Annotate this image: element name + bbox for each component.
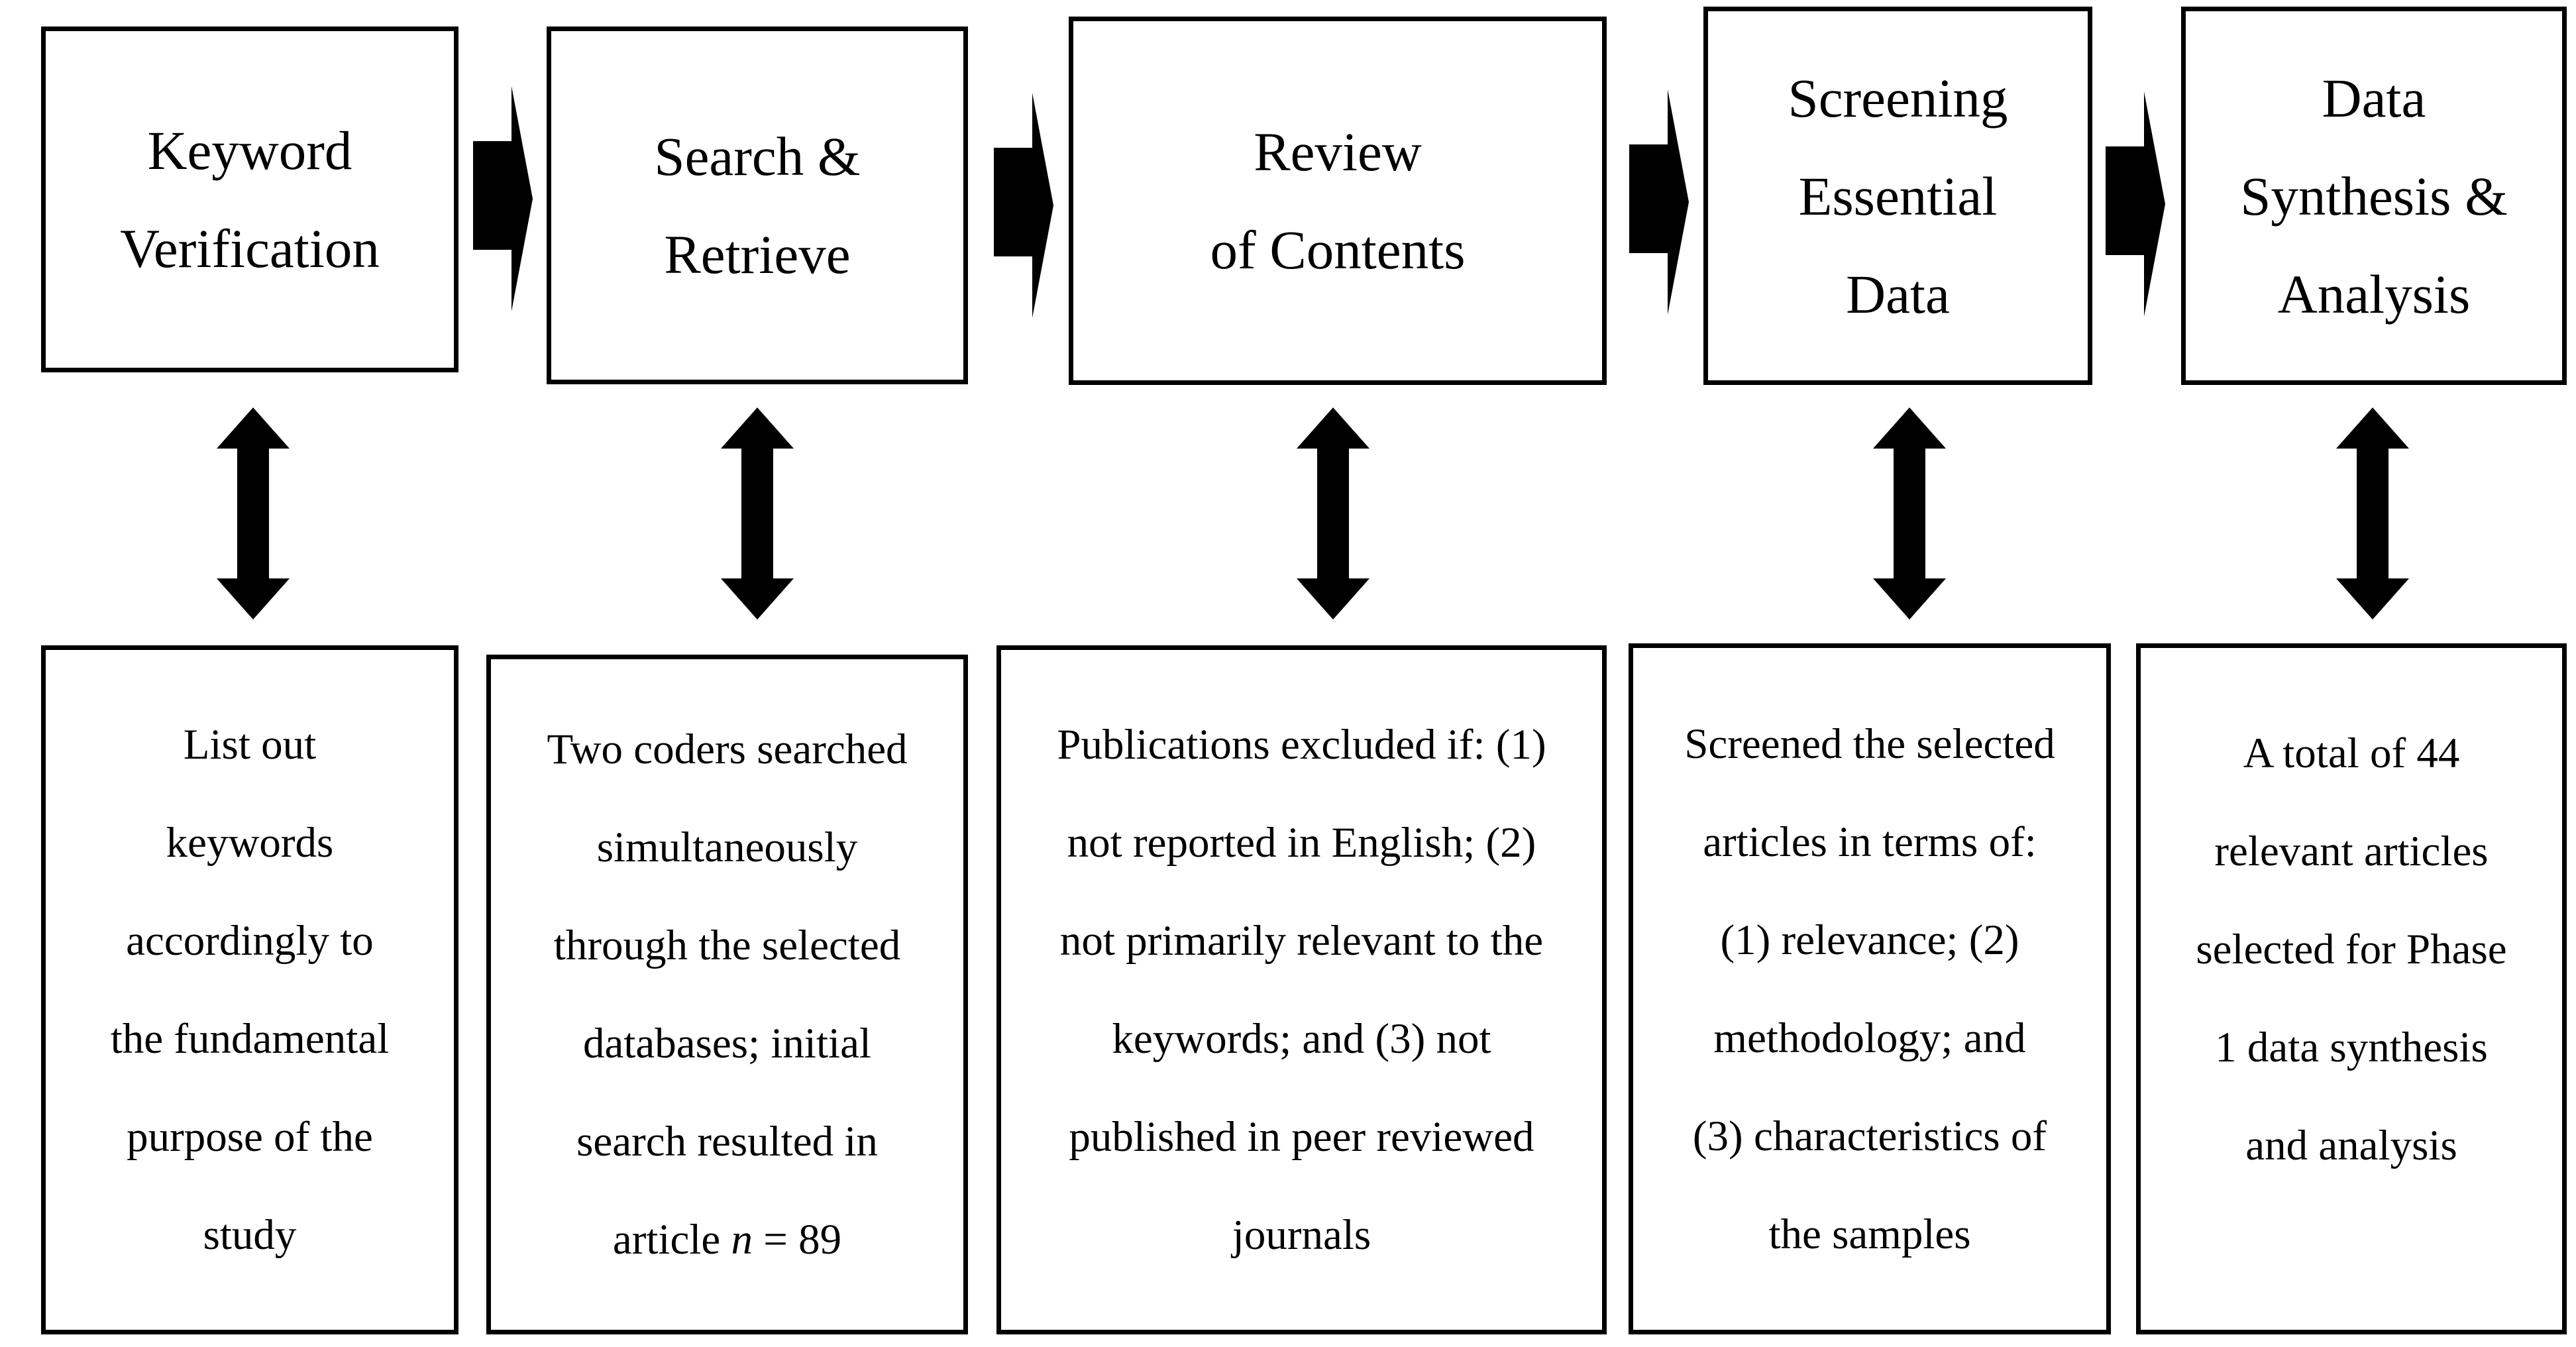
phase-box-screening-essential-data: Screening Essential Data [1703, 7, 2092, 385]
double-arrow-vertical-icon [217, 407, 290, 620]
detail-line: articles in terms of: [1703, 818, 2037, 866]
detail-line: not primarily relevant to the [1059, 917, 1544, 965]
phase-title-line: Verification [120, 218, 380, 279]
double-arrow-vertical-icon [721, 407, 794, 620]
detail-line: study [203, 1211, 297, 1259]
phase-title-line: Essential [1798, 165, 1998, 227]
detail-line: (1) relevance; (2) [1720, 916, 2019, 964]
detail-box-search-retrieve: Two coders searched simultaneously throu… [486, 655, 968, 1334]
phase-title: Screening Essential Data [1788, 49, 2008, 343]
phase-title-line: of Contents [1210, 219, 1466, 280]
double-arrow-vertical-icon [2336, 407, 2409, 620]
detail-line: keywords; and (3) not [1112, 1015, 1491, 1063]
detail-line: purpose of the [127, 1113, 373, 1161]
detail-box-data-synthesis-analysis: A total of 44 relevant articles selected… [2136, 643, 2567, 1334]
detail-line: published in peer reviewed [1069, 1113, 1534, 1161]
phase-title-line: Synthesis & [2240, 165, 2508, 227]
phase-title-line: Keyword [147, 120, 352, 181]
phase-title-line: Data [1846, 263, 1950, 325]
detail-text: Screened the selected articles in terms … [1684, 695, 2055, 1283]
phase-title-line: Screening [1788, 67, 2008, 129]
detail-text: Publications excluded if: (1) not report… [1057, 696, 1546, 1284]
flow-arrow-right-icon [1629, 89, 1689, 315]
phase-title: Review of Contents [1210, 103, 1465, 299]
flow-arrow-right-icon [994, 93, 1053, 318]
detail-line: keywords [166, 819, 334, 867]
detail-box-screening-essential-data: Screened the selected articles in terms … [1629, 643, 2111, 1334]
phase-title-line: Search & [654, 126, 861, 187]
detail-line: relevant articles [2214, 827, 2489, 875]
detail-box-review-of-contents: Publications excluded if: (1) not report… [996, 645, 1607, 1334]
detail-line: A total of 44 [2243, 729, 2460, 777]
phase-box-keyword-verification: Keyword Verification [41, 27, 458, 372]
article-count-value: = 89 [752, 1216, 842, 1264]
detail-line: Screened the selected [1684, 720, 2055, 768]
detail-line-article-count: article n = 89 [547, 1191, 907, 1289]
detail-text: A total of 44 relevant articles selected… [2196, 704, 2506, 1195]
double-arrow-vertical-icon [1297, 407, 1369, 620]
detail-line: Publications excluded if: (1) [1057, 721, 1546, 769]
phase-title-line: Data [2322, 67, 2426, 129]
detail-line: search resulted in [576, 1118, 878, 1165]
detail-line: the samples [1768, 1210, 1971, 1258]
phase-title: Data Synthesis & Analysis [2240, 49, 2508, 343]
double-arrow-vertical-icon [1873, 407, 1946, 620]
detail-line: (3) characteristics of [1692, 1112, 2047, 1160]
phase-title-line: Review [1254, 121, 1422, 182]
detail-line: the fundamental [110, 1015, 390, 1063]
phase-title-line: Retrieve [664, 224, 851, 285]
phase-title-line: Analysis [2277, 263, 2471, 325]
detail-line: and analysis [2245, 1121, 2457, 1169]
phase-box-search-retrieve: Search & Retrieve [547, 27, 968, 384]
article-count-variable: n [731, 1216, 753, 1264]
detail-line: accordingly to [126, 917, 374, 965]
detail-line: List out [183, 721, 317, 769]
detail-text: Two coders searched simultaneously throu… [547, 700, 907, 1289]
phase-box-review-of-contents: Review of Contents [1069, 17, 1607, 385]
detail-text: List out keywords accordingly to the fun… [111, 696, 390, 1284]
phase-title: Search & Retrieve [654, 107, 860, 303]
detail-line: through the selected [553, 922, 901, 969]
detail-line: journals [1232, 1211, 1371, 1259]
detail-line: simultaneously [596, 824, 858, 871]
detail-line: 1 data synthesis [2215, 1023, 2488, 1071]
flow-arrow-right-icon [473, 86, 533, 311]
detail-box-keyword-verification: List out keywords accordingly to the fun… [41, 645, 458, 1334]
detail-line: methodology; and [1713, 1014, 2026, 1062]
phase-title: Keyword Verification [120, 101, 380, 297]
flow-arrow-right-icon [2106, 91, 2165, 317]
detail-line: selected for Phase [2196, 925, 2507, 973]
phase-box-data-synthesis-analysis: Data Synthesis & Analysis [2181, 7, 2567, 385]
detail-line: databases; initial [582, 1020, 871, 1067]
detail-line: not reported in English; (2) [1067, 819, 1536, 867]
article-count-prefix: article [612, 1216, 731, 1264]
detail-line: Two coders searched [547, 726, 908, 773]
